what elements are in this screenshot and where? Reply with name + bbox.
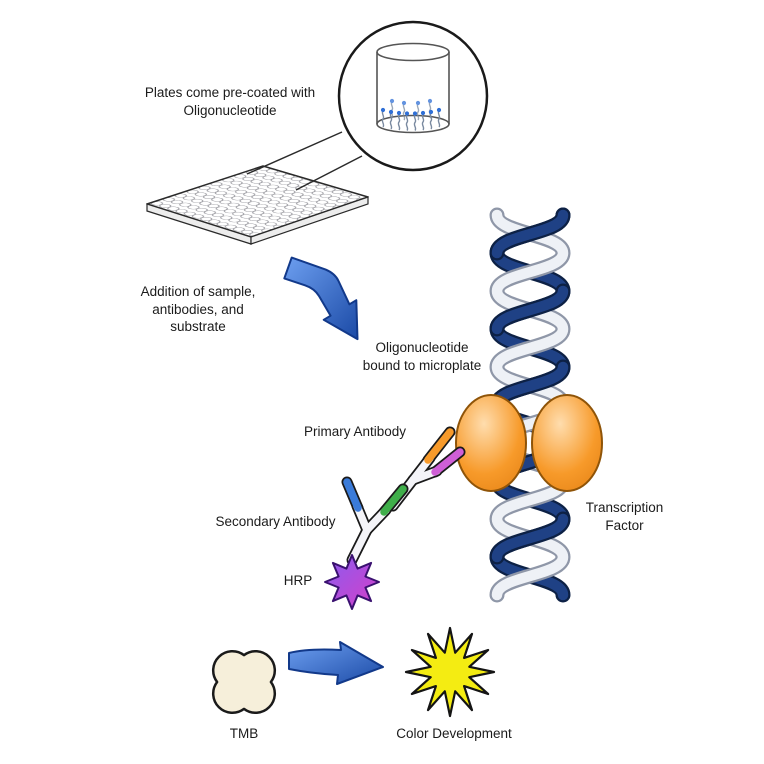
secondary-antibody-tip-blue [343,478,362,512]
microplate [146,165,369,245]
zoom-circle [337,20,489,172]
well-rim-bottom [376,114,450,134]
transcription-factor-lobe-right [531,394,603,492]
zoom-cone-line-upper [246,131,343,175]
zoomed-well [337,20,489,172]
transcription-factor-shape [455,394,603,492]
label-color-development: Color Development [396,726,512,741]
zoom-cone-line-lower [295,155,363,191]
secondary-antibody-shape [341,476,409,566]
label-plate-coating: Plates come pre-coated with Oligonucleot… [144,85,316,118]
secondary-antibody-stem [348,526,371,564]
microplate-side-right [250,196,369,245]
primary-antibody-tip-magenta [431,448,464,476]
secondary-antibody-tip-green [380,485,407,516]
sample-addition-arrow [283,256,359,341]
hrp-enzyme-star [324,554,380,610]
transcription-factor-lobe-left [455,394,527,492]
label-transcription-factor: Transcription Factor [585,500,664,533]
color-development-burst [404,626,496,718]
label-secondary-antibody: Secondary Antibody [215,514,336,529]
microplate-wells [146,165,369,238]
tmb-reaction-arrow [288,641,384,685]
label-hrp: HRP [283,573,313,588]
label-tmb: TMB [229,726,259,741]
label-oligo-bound: Oligonucleotide bound to microplate [362,340,482,373]
label-sample-addition: Addition of sample, antibodies, and subs… [140,284,256,335]
primary-antibody-shape [387,426,466,512]
label-primary-antibody: Primary Antibody [303,424,407,439]
well-rim-top [376,42,450,62]
primary-antibody-tip-orange [424,428,454,464]
tmb-substrate-blob [211,649,277,715]
